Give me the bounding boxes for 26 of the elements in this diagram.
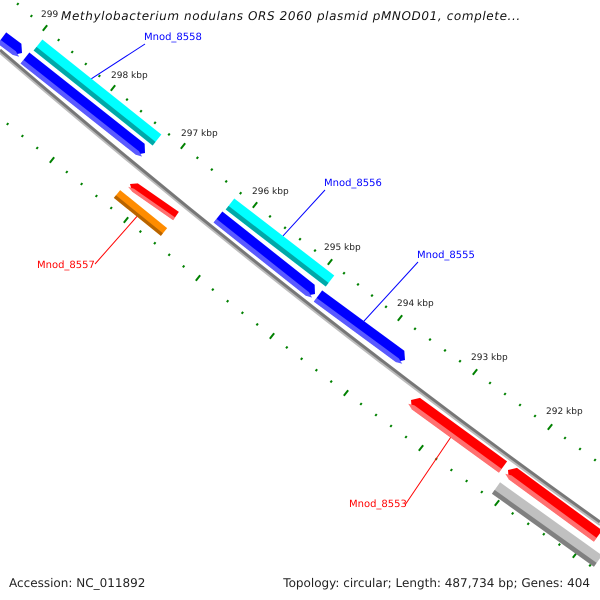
scale-label: 297 kbp (181, 128, 218, 141)
gene-label: Mnod_8553 (349, 499, 407, 511)
gene-feature-bar (408, 398, 508, 473)
footer-text: Topology: circular; Length: 487,734 bp; Genes: 404 (283, 575, 590, 592)
title: Methylobacterium nodulans ORS 2060 plasmid pMNOD01, complete... (61, 8, 521, 25)
scale-label: 292 kbp (546, 406, 583, 419)
leader-line (90, 44, 146, 80)
gene-feature-bar (214, 212, 315, 298)
leader-line (404, 436, 452, 506)
gene-label: Mnod_8557 (37, 260, 95, 272)
gene-feature-bar (492, 482, 600, 567)
gene-feature-bar (114, 190, 168, 236)
gene-label: Mnod_8558 (144, 32, 202, 44)
scale-label: 299 (41, 9, 58, 22)
leader-line (94, 216, 138, 264)
scale-label: 293 kbp (471, 352, 508, 365)
gene-label: Mnod_8556 (324, 178, 382, 190)
leader-line (282, 190, 326, 236)
gene-label: Mnod_8555 (417, 250, 475, 262)
scale-label: 298 kbp (111, 70, 148, 83)
footer-text: Accession: NC_011892 (9, 575, 146, 592)
gene-feature-bar (0, 32, 22, 57)
scale-label: 295 kbp (324, 242, 361, 255)
scale-label: 296 kbp (252, 186, 289, 199)
scale-label: 294 kbp (397, 298, 434, 311)
leader-line (363, 262, 418, 322)
